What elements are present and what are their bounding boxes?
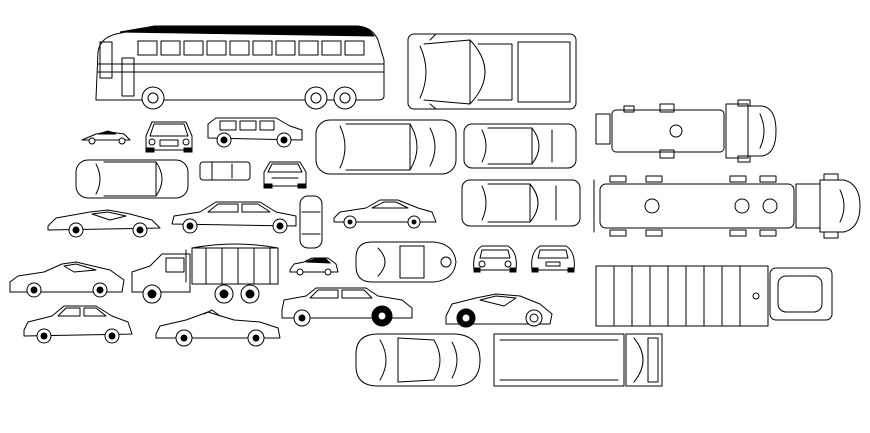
sedan-top-view-2 [463, 123, 577, 169]
tanker-trailer-top-view [593, 173, 861, 239]
bus-wheels [141, 86, 357, 110]
pickup-top-view [407, 33, 577, 110]
car-front-view-small [263, 161, 307, 189]
flatbed-truck-top-view [493, 333, 663, 387]
bus-side-view [95, 25, 385, 110]
lamborghini-side-view [445, 293, 553, 328]
limousine-side-view [281, 287, 413, 327]
box-trailer-top-view [595, 265, 833, 327]
sports-car-side-view-small [81, 130, 131, 145]
sedan-side-view-1 [171, 201, 297, 234]
sports-car-top-view [355, 241, 457, 283]
sports-car-top-view-large [355, 333, 481, 387]
compact-car-top-view [75, 159, 189, 199]
hatchback-front-view [145, 121, 193, 153]
beetle-rear-view [531, 245, 575, 273]
porsche-side-view [333, 199, 437, 229]
bus-windows [137, 40, 365, 56]
convertible-side-view [155, 309, 281, 347]
compact-car-top-view-vertical [299, 195, 323, 249]
van-top-view-small [199, 161, 251, 181]
sedan-top-view-3 [461, 179, 581, 227]
hatchback-side-view [23, 305, 133, 344]
tanker-truck-top-view [595, 99, 777, 163]
corvette-side-view [9, 261, 125, 298]
small-car-side-view [289, 257, 339, 276]
sedan-top-view-1 [315, 119, 457, 175]
army-truck-side-view [131, 243, 279, 304]
suv-side-view [207, 117, 303, 148]
beetle-front-view [473, 245, 517, 273]
coupe-side-view [47, 209, 161, 238]
